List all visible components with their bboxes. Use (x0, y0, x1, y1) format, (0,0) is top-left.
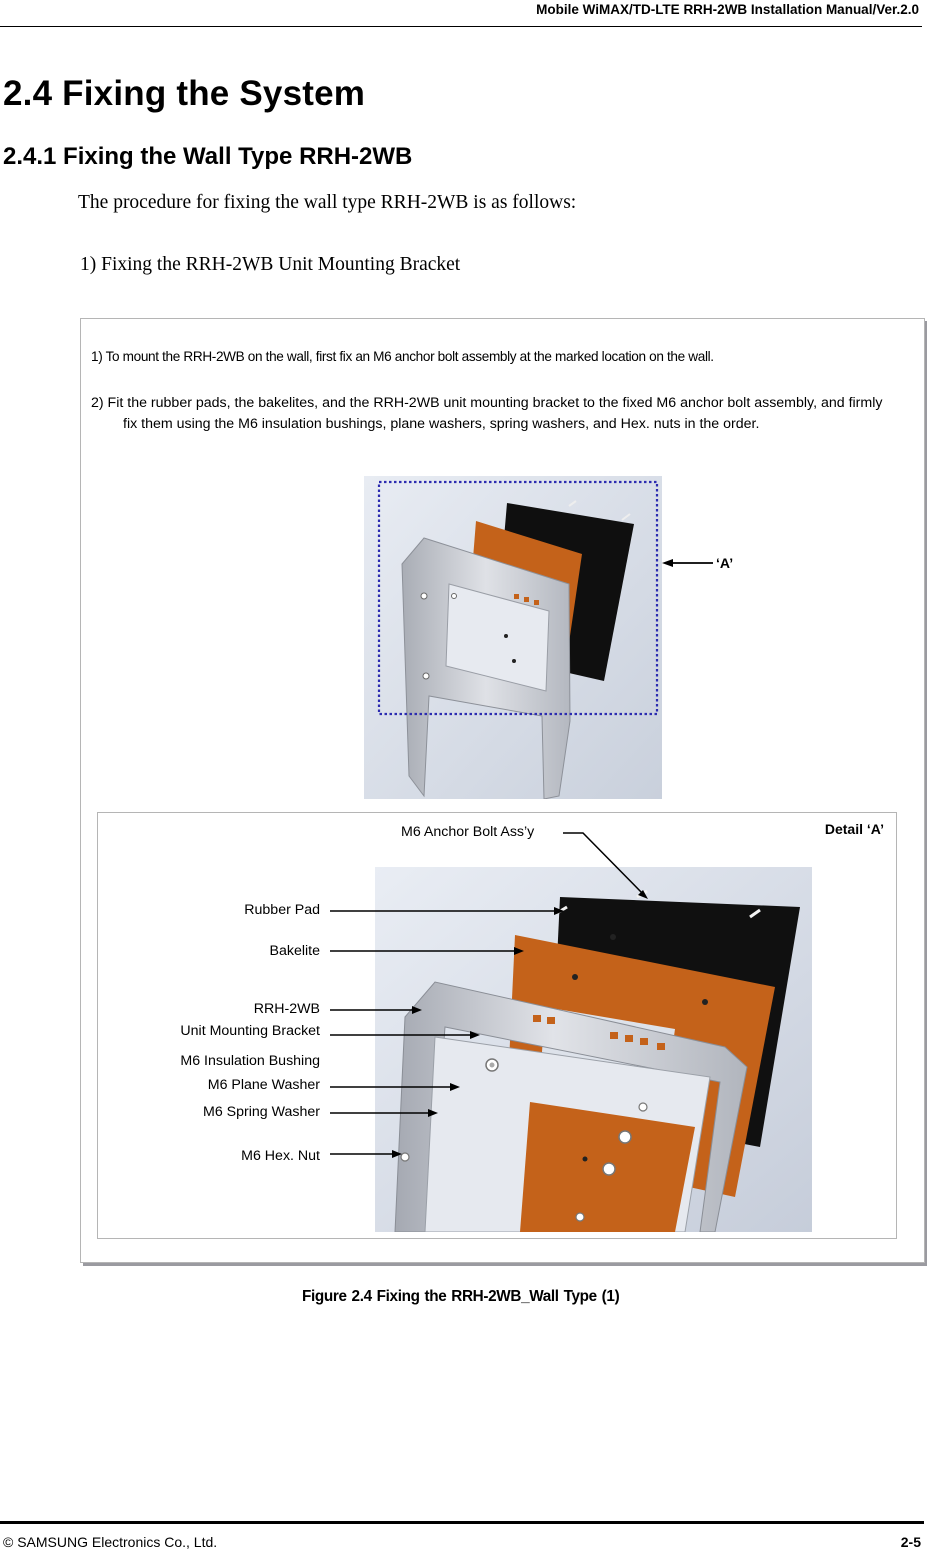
footer-copyright: © SAMSUNG Electronics Co., Ltd. (3, 1534, 217, 1550)
label-plane-washer: M6 Plane Washer (208, 1077, 320, 1093)
figure-box: 1) To mount the RRH-2WB on the wall, fir… (80, 318, 925, 1263)
footer-rule (0, 1521, 924, 1524)
callout-a-leader (81, 319, 926, 819)
label-rubber-pad: Rubber Pad (244, 902, 320, 918)
label-bakelite: Bakelite (270, 943, 320, 959)
section-heading: 2.4 Fixing the System (3, 74, 365, 114)
label-anchor-bolt: M6 Anchor Bolt Ass’y (401, 824, 534, 840)
header-rule (0, 26, 922, 27)
label-hex-nut: M6 Hex. Nut (241, 1148, 320, 1164)
running-header: Mobile WiMAX/TD-LTE RRH-2WB Installation… (536, 2, 919, 17)
callout-a-label: ‘A’ (716, 555, 733, 571)
label-bracket-line2: Unit Mounting Bracket (180, 1023, 320, 1039)
detail-a-box: Detail ‘A’ (97, 812, 897, 1239)
label-spring-washer: M6 Spring Washer (203, 1104, 320, 1120)
step-heading: 1) Fixing the RRH-2WB Unit Mounting Brac… (80, 254, 460, 276)
subsection-heading: 2.4.1 Fixing the Wall Type RRH-2WB (3, 143, 412, 171)
label-bracket-line1: RRH-2WB (254, 1001, 320, 1017)
label-insulation-bushing: M6 Insulation Bushing (180, 1053, 320, 1069)
figure-caption: Figure 2.4 Fixing the RRH-2WB_Wall Type … (302, 1288, 619, 1306)
page-number: 2-5 (901, 1534, 921, 1550)
intro-paragraph: The procedure for fixing the wall type R… (78, 192, 576, 214)
